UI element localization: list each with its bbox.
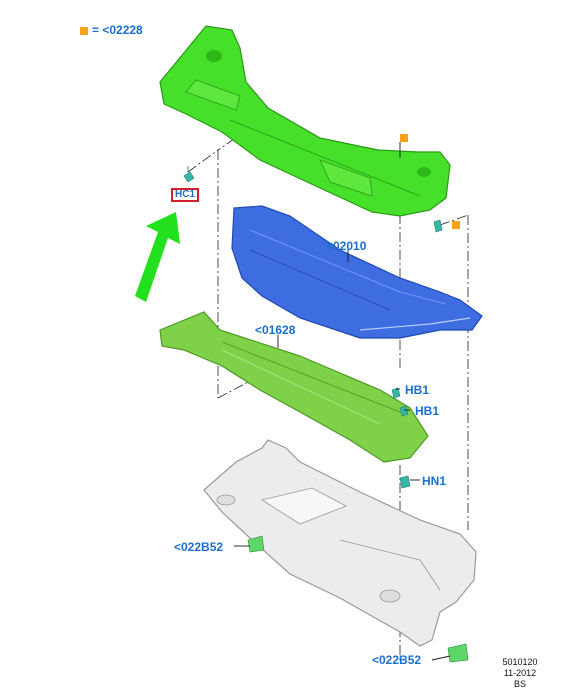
footer-line-3: BS — [513, 679, 526, 689]
legend-symbol — [80, 27, 88, 35]
legend-text: = <02228 — [92, 23, 143, 37]
marker-squares — [400, 134, 460, 229]
marker-square-a — [400, 134, 408, 142]
cowl-top-panel — [159, 25, 451, 217]
leader-lines — [234, 142, 451, 661]
label-01628: <01628 — [255, 323, 296, 337]
fastener-clips — [183, 166, 469, 663]
drawing-reference: 5010120 11-2012 BS — [498, 657, 542, 690]
footer-line-1: 5010120 — [502, 657, 538, 667]
label-022b52-b: <022B52 — [372, 653, 422, 667]
marker-square-b — [452, 221, 460, 229]
label-hb1-a: HB1 — [405, 383, 430, 397]
label-02010: <02010 — [326, 239, 367, 253]
label-hn1: HN1 — [422, 474, 447, 488]
dash-panel — [203, 439, 477, 647]
label-022b52-a: <022B52 — [174, 540, 224, 554]
callout-code: HC1 — [175, 189, 196, 200]
label-hb1-b: HB1 — [415, 404, 440, 418]
shield-part-02010 — [231, 205, 483, 339]
seal-part-01628 — [159, 311, 429, 463]
footer-line-2: 11-2012 — [503, 668, 537, 678]
callout-hc1: HC1 — [171, 188, 200, 202]
direction-arrow — [135, 212, 180, 302]
